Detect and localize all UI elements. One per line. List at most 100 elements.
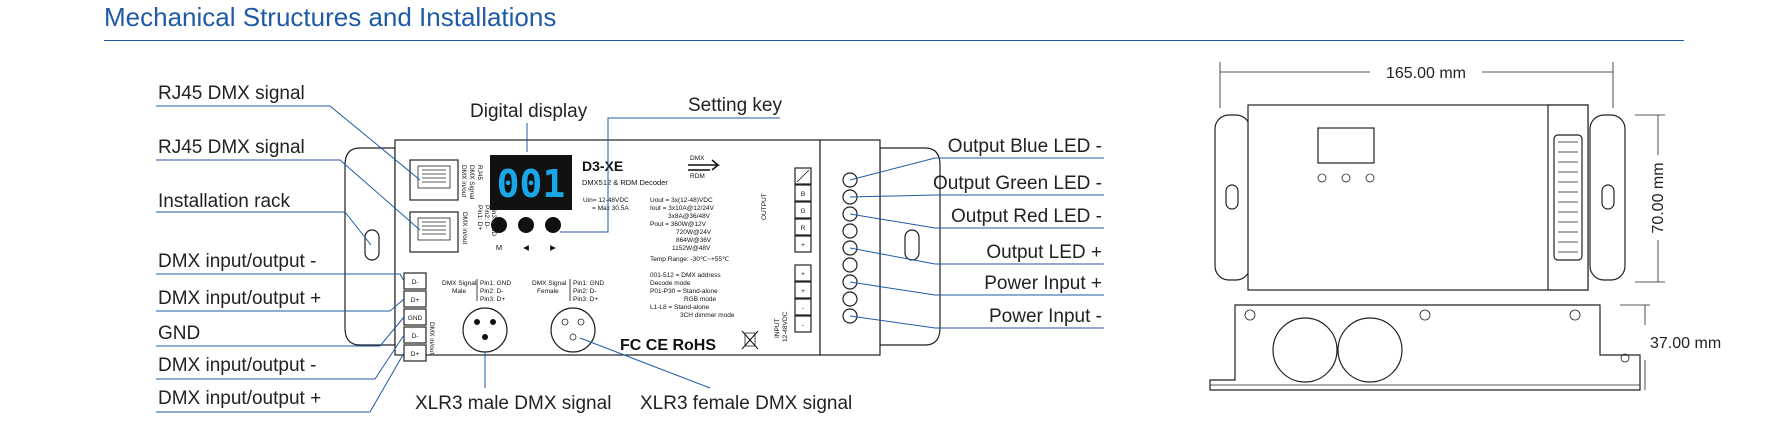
female-pin1: Pin1: GND xyxy=(573,280,604,287)
dmx-logo-text: DMX xyxy=(690,155,705,162)
device-subtitle: DMX512 & RDM Decoder xyxy=(582,178,668,187)
rj45-bottom-pin2: Pin2: D- xyxy=(483,205,490,228)
dim-height: 37.00 mm xyxy=(1650,335,1721,352)
label-output-led-plus: Output LED + xyxy=(986,242,1102,263)
mode-2: Decode mode xyxy=(650,280,691,287)
rdm-logo-text: RDM xyxy=(690,173,705,180)
terminal-r xyxy=(794,218,812,236)
label-xlr3-male: XLR3 male DMX signal xyxy=(415,393,611,414)
rj45-port-top xyxy=(409,159,459,201)
rj45-bottom-label: DMX in/out xyxy=(461,212,468,244)
xlr3-male-connector xyxy=(462,307,508,353)
male-pin2: Pin2: D- xyxy=(480,288,503,295)
spec-uin: Uin= 12-48VDC xyxy=(583,197,629,204)
left-mounting-slot xyxy=(364,229,380,261)
label-setting-key: Setting key xyxy=(688,95,782,116)
svg-text:-: - xyxy=(802,322,804,329)
dmx-block-side-label: DMX in/out xyxy=(428,322,435,354)
female-pin3: Pin3: D+ xyxy=(573,296,598,303)
key-m[interactable] xyxy=(491,217,507,233)
svg-text:+: + xyxy=(801,271,805,278)
svg-text:-: - xyxy=(802,305,804,312)
key-left-label: ◀ xyxy=(523,243,530,252)
mode-4: RGB mode xyxy=(684,296,717,303)
spec-iout2: 3x8A@36/48V xyxy=(668,213,711,220)
female-signal-label: DMX Signal xyxy=(532,280,567,287)
svg-text:B: B xyxy=(801,191,805,198)
dim-width: 165.00 mm xyxy=(1386,65,1466,82)
right-callout-lines xyxy=(849,157,1104,329)
xlr3-female-connector xyxy=(550,307,596,353)
output-label: OUTPUT xyxy=(761,193,768,220)
display-digits: 001 xyxy=(497,162,566,206)
page-title: Mechanical Structures and Installations xyxy=(104,2,557,32)
title-rule xyxy=(104,40,1684,41)
label-rj45-dmx-signal-2: RJ45 DMX signal xyxy=(158,137,305,158)
terminal-plus-out xyxy=(794,235,812,253)
rj45-top-label-2: RJ45 xyxy=(476,165,483,181)
label-output-red: Output Red LED - xyxy=(951,206,1102,227)
label-installation-rack: Installation rack xyxy=(158,191,291,212)
svg-text:D+: D+ xyxy=(411,297,420,304)
device-side-view: 37.00 mm xyxy=(1209,304,1721,391)
label-dmx-io-minus-2: DMX input/output - xyxy=(158,355,316,376)
device-top-view: 165.00 mm 70.00 mm xyxy=(1214,62,1667,291)
svg-text:R: R xyxy=(801,225,806,232)
label-dmx-io-plus-2: DMX input/output + xyxy=(158,388,321,409)
spec-pout3: 864W@36V xyxy=(676,237,712,244)
key-m-label: M xyxy=(496,243,502,252)
mode-1: 001-512 = DMX address xyxy=(650,272,721,279)
svg-text:GND: GND xyxy=(408,315,423,322)
rj45-top-label-1: DMX Signal xyxy=(468,165,475,200)
input-label: INPUT xyxy=(774,318,781,338)
label-rj45-dmx-signal-1: RJ45 DMX signal xyxy=(158,83,305,104)
label-output-green: Output Green LED - xyxy=(933,173,1102,194)
rj45-top-label-3: DMX in/out xyxy=(460,165,467,197)
spec-uout: Uout = 3x(12-48)VDC xyxy=(650,197,713,204)
output-terminals: B G R + + + - - xyxy=(794,167,812,333)
label-dmx-io-minus-1: DMX input/output - xyxy=(158,251,316,272)
svg-text:D+: D+ xyxy=(411,351,420,358)
digital-display xyxy=(490,155,572,210)
spec-iin: = Max 30.5A xyxy=(592,205,629,212)
svg-text:+: + xyxy=(801,242,805,249)
male-label: Male xyxy=(452,288,466,295)
rj45-bottom-pin1: Pin1: D+ xyxy=(476,205,483,230)
right-mounting-slot xyxy=(904,229,920,261)
left-callout-lines xyxy=(156,105,421,413)
svg-text:+: + xyxy=(801,288,805,295)
spec-iout: Iout = 3x10A@12/24V xyxy=(650,205,715,212)
spec-temp: Temp Range: -30℃~+55℃ xyxy=(650,256,730,263)
terminal-plus-in-2 xyxy=(794,281,812,299)
terminal-b xyxy=(794,184,812,202)
male-signal-label: DMX Signal xyxy=(442,280,477,287)
svg-text:G: G xyxy=(800,208,805,215)
device-model: D3-XE xyxy=(582,158,623,174)
mode-5: L1-L8 = Stand-alone xyxy=(650,304,709,311)
spec-pout2: 720W@24V xyxy=(676,229,712,236)
svg-text:D-: D- xyxy=(412,279,419,286)
mode-3: P01-P30 = Stand-alone xyxy=(650,288,718,295)
label-xlr3-female: XLR3 female DMX signal xyxy=(640,393,852,414)
key-right[interactable] xyxy=(545,217,561,233)
device-front-view: DMX Signal RJ45 DMX in/out Pin1: D+ Pin2… xyxy=(344,139,941,362)
label-digital-display: Digital display xyxy=(470,101,588,122)
male-pin1: Pin1: GND xyxy=(480,280,511,287)
female-pin2: Pin2: D- xyxy=(573,288,596,295)
input-voltage-label: 12-48VDC xyxy=(782,311,789,342)
label-gnd: GND xyxy=(158,323,200,344)
terminal-plus-in-1 xyxy=(794,264,812,282)
terminal-screws xyxy=(842,172,858,324)
svg-text:D-: D- xyxy=(412,333,419,340)
male-pin3: Pin3: D+ xyxy=(480,296,505,303)
label-output-blue: Output Blue LED - xyxy=(948,136,1102,157)
label-power-input-minus: Power Input - xyxy=(989,306,1102,327)
key-left[interactable] xyxy=(518,217,534,233)
dmx-rdm-arrow-icon xyxy=(688,159,721,171)
cert-logos: FC CE RoHS xyxy=(620,337,716,354)
terminal-minus-in-2 xyxy=(794,315,812,333)
mode-6: 3CH dimmer mode xyxy=(680,312,735,319)
weee-bin-icon xyxy=(741,330,759,350)
dim-depth: 70.00 mm xyxy=(1650,162,1667,233)
terminal-g xyxy=(794,201,812,219)
